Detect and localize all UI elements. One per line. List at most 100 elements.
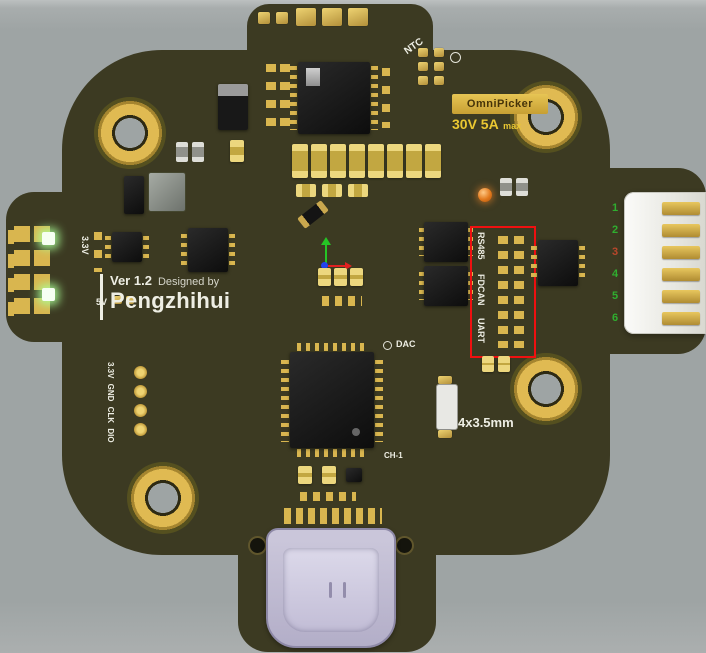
silkscreen-bar — [100, 274, 103, 320]
brand-badge-label: OmniPicker — [466, 98, 534, 110]
pad — [126, 296, 134, 304]
side-connector-housing — [624, 192, 706, 334]
transistor — [124, 176, 144, 214]
pin-number-1: 1 — [611, 202, 619, 214]
origin-x-arrowhead — [345, 262, 352, 270]
capacitor — [230, 140, 244, 162]
edge-pad — [296, 8, 316, 26]
brand-badge: OmniPicker — [452, 94, 548, 114]
connector-pin — [662, 224, 700, 237]
mcu-pins-top — [297, 343, 367, 351]
ic-pins — [419, 228, 425, 256]
capacitor — [318, 268, 331, 286]
debug-pad — [134, 423, 147, 436]
ntc-pad — [434, 48, 444, 57]
interface-label-fdcan: FDCAN — [476, 274, 486, 306]
dac-label: DAC — [396, 339, 416, 349]
ic-pins — [371, 66, 378, 130]
edge-pad-column — [8, 230, 14, 320]
pad-column — [280, 64, 290, 134]
power-ic-chip — [298, 62, 370, 134]
capacitor — [292, 144, 308, 178]
voltage-rating-suffix: max — [503, 121, 522, 131]
voltage-rating: 30V 5A max — [452, 116, 521, 134]
debug-pad — [134, 366, 147, 379]
dac-test-point — [383, 341, 392, 350]
ic-pins — [181, 234, 187, 266]
capacitor — [348, 184, 368, 197]
origin-y-axis — [325, 245, 327, 265]
edge-pad — [322, 8, 342, 26]
small-ic — [346, 468, 362, 482]
connector-pin — [662, 312, 700, 325]
rail-3v3-label: 3.3V — [80, 236, 90, 255]
edge-pad-column — [14, 226, 30, 322]
edge-pad — [258, 12, 270, 24]
pin-number-6: 6 — [611, 312, 619, 324]
status-led — [42, 288, 55, 301]
ntc-pad — [418, 48, 428, 57]
usb-shield-hole — [397, 538, 412, 553]
pad-column — [266, 64, 276, 134]
debug-header-label: 3.3V GND CLK DIO — [106, 362, 115, 443]
transceiver-ic — [424, 222, 468, 262]
pin-number-5: 5 — [611, 290, 619, 302]
capacitor — [322, 466, 336, 484]
power-component — [218, 84, 248, 130]
resistor — [500, 178, 512, 196]
channel-label: CH-1 — [384, 451, 403, 460]
pin-number-4: 4 — [611, 268, 619, 280]
ic-pins — [579, 246, 585, 280]
ic-die-mark — [306, 68, 320, 86]
mounting-spec-label: 4x3.5mm — [458, 415, 514, 430]
capacitor — [350, 268, 363, 286]
inductor — [148, 172, 186, 212]
ntc-pad — [418, 62, 428, 71]
capacitor — [296, 184, 316, 197]
mcu-chip — [290, 352, 374, 448]
usb-pad-row — [284, 508, 382, 524]
origin-x-axis — [328, 265, 345, 267]
capacitor — [368, 144, 384, 178]
silkscreen-ring — [450, 52, 461, 63]
orange-indicator-dot — [478, 188, 492, 202]
mounting-hole-top-left — [94, 97, 166, 169]
pad-column — [94, 232, 102, 272]
origin-y-arrowhead — [321, 237, 331, 245]
resistor — [176, 142, 188, 162]
capacitor — [330, 144, 346, 178]
edge-pad — [348, 8, 368, 26]
ic-pins — [290, 66, 297, 130]
resistor — [516, 178, 528, 196]
capacitor — [406, 144, 422, 178]
pin-number-2: 2 — [611, 224, 619, 236]
capacitor — [425, 144, 441, 178]
mcu-pins-right — [375, 360, 383, 442]
mcu-pin1-dot — [352, 428, 360, 436]
ic-pins — [105, 236, 111, 258]
ntc-pad — [434, 76, 444, 85]
usb-contact-mark — [343, 582, 346, 598]
voltage-rating-value: 30V 5A — [452, 116, 499, 132]
capacitor — [334, 268, 347, 286]
author-name: Pengzhihui — [110, 288, 231, 313]
mounting-hole-bottom-left — [127, 462, 199, 534]
mcu-pins-bottom — [297, 449, 367, 457]
regulator-ic — [188, 228, 228, 272]
capacitor — [298, 466, 312, 484]
debug-pad — [134, 385, 147, 398]
origin-point — [321, 262, 328, 269]
edge-pad — [276, 12, 288, 24]
status-led — [42, 232, 55, 245]
ic-pins — [419, 272, 425, 300]
interface-pad-column — [514, 236, 524, 348]
capacitor — [498, 356, 510, 372]
version-line: Ver 1.2 Designed by — [110, 274, 219, 288]
connector-pin — [662, 290, 700, 303]
ic-pins — [143, 236, 149, 258]
usb-c-connector — [266, 528, 396, 648]
pad-column — [382, 68, 390, 128]
mounting-hole-top-right — [510, 81, 582, 153]
pin-number-3: 3 — [611, 246, 619, 258]
